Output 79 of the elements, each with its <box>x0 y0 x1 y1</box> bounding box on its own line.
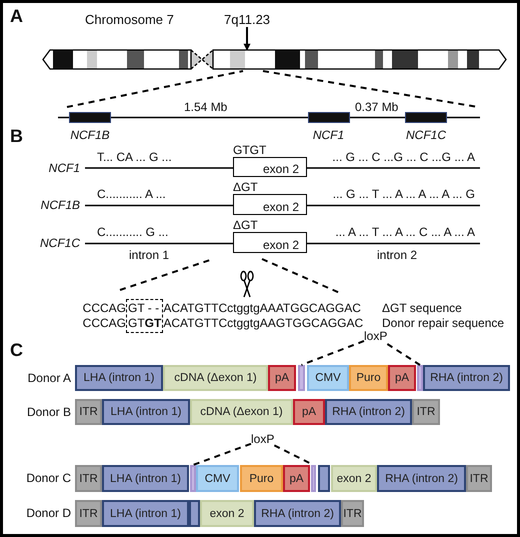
construct-segment: pA <box>293 399 325 425</box>
distance-label: 0.37 Mb <box>355 100 398 115</box>
sequence-text: CCCAG <box>82 301 126 316</box>
construct-segment: CMV <box>196 465 239 492</box>
construct-segment: pA <box>388 365 416 391</box>
spacer-segment <box>189 500 200 527</box>
gene-name: NCF1C <box>40 236 80 251</box>
site-label: loxP <box>251 432 274 447</box>
construct-segment: LHA (intron 1) <box>75 365 163 391</box>
construct-segment: LHA (intron 1) <box>102 500 189 527</box>
sequence-fragment: ... A ... T ... A ... C ... A ... A <box>335 225 475 240</box>
dashed-highlight-box <box>126 299 164 333</box>
exon-sequence-label: GTGT <box>233 143 268 157</box>
panel-letter: A <box>10 6 23 26</box>
panel-letter: C <box>10 340 23 360</box>
construct-segment: ITR <box>466 465 492 492</box>
sequence-text: GT - - <box>128 301 160 316</box>
sequence-fragment: T... CA ... G ... <box>97 150 172 165</box>
construct-label: Donor C <box>26 471 71 486</box>
intron-label: intron 1 <box>129 248 170 263</box>
gene-name: NCF1 <box>312 128 344 143</box>
exon-box: exon 2 <box>233 157 307 177</box>
leader-line <box>301 340 364 366</box>
construct-segment: cDNA (Δexon 1) <box>190 399 293 425</box>
construct-segment: pA <box>268 365 296 391</box>
exon-box: exon 2 <box>233 232 307 253</box>
construct-segment: ITR <box>75 465 102 492</box>
construct-segment: pA <box>283 465 310 492</box>
panel-letter: B <box>10 126 23 146</box>
construct-segment: ITR <box>341 500 364 527</box>
leader-line <box>192 442 252 466</box>
construct-segment: LHA (intron 1) <box>102 465 189 492</box>
construct-segment: RHA (intron 2) <box>423 365 510 391</box>
site-segment <box>311 465 316 492</box>
construct-segment: Puro <box>240 465 283 492</box>
construct-segment: RHA (intron 2) <box>377 465 466 492</box>
site-segment <box>417 365 423 391</box>
arrow <box>244 27 251 51</box>
chromosome-drawing <box>43 50 506 69</box>
sequence-fragment: ... G ... T ... A ... A ... A ... G <box>332 187 475 202</box>
construct-segment: Puro <box>349 365 388 391</box>
band-label: 7q11.23 <box>224 12 270 27</box>
construct-segment: exon 2 <box>331 465 377 492</box>
sequence-fragment: ... G ... C ...G ... C ...G ... A <box>332 150 475 165</box>
construct-segment: CMV <box>307 365 349 391</box>
sequence-text: ACATGTTCctggtgAAATGGCAGGAC <box>163 301 361 316</box>
gene-name: NCF1B <box>70 128 110 143</box>
intron-label: intron 2 <box>377 248 418 263</box>
leader-line <box>386 343 421 366</box>
site-segment <box>298 365 305 391</box>
construct-segment: LHA (intron 1) <box>102 399 190 425</box>
construct-segment: RHA (intron 2) <box>325 399 412 425</box>
gene-name: NCF1C <box>406 128 446 143</box>
sequence-label: ΔGT sequence <box>382 301 462 316</box>
sequence-fragment: C........... A ... <box>97 187 166 202</box>
construct-segment: exon 2 <box>200 500 254 527</box>
construct-label: Donor B <box>26 405 71 420</box>
construct-segment: cDNA (Δexon 1) <box>163 365 268 391</box>
sequence-fragment: C........... G ... <box>97 225 168 240</box>
sequence-text: CCCAG <box>82 316 126 331</box>
sequence-label: Donor repair sequence <box>382 316 504 331</box>
sequence-text: ACATGTTCctggtgAAGTGGCAGGAC <box>163 316 364 331</box>
exon-sequence-label: ΔGT <box>233 218 259 232</box>
distance-label: 1.54 Mb <box>184 100 228 115</box>
sequence-text: GTGT <box>128 316 162 331</box>
construct-segment: RHA (intron 2) <box>254 500 341 527</box>
construct-label: Donor D <box>26 506 71 521</box>
construct-segment: ITR <box>412 399 440 425</box>
construct-segment: ITR <box>75 500 102 527</box>
spacer-segment <box>318 465 330 492</box>
gene-name: NCF1B <box>40 198 80 213</box>
gene-name: NCF1 <box>48 161 80 176</box>
construct-segment: ITR <box>75 399 102 425</box>
construct-label: Donor A <box>28 371 71 386</box>
chromosome-label: Chromosome 7 <box>85 12 174 27</box>
site-segment <box>190 465 196 492</box>
exon-box: exon 2 <box>233 194 307 215</box>
exon-sequence-label: ΔGT <box>233 180 259 194</box>
site-label: loxP <box>364 329 388 344</box>
